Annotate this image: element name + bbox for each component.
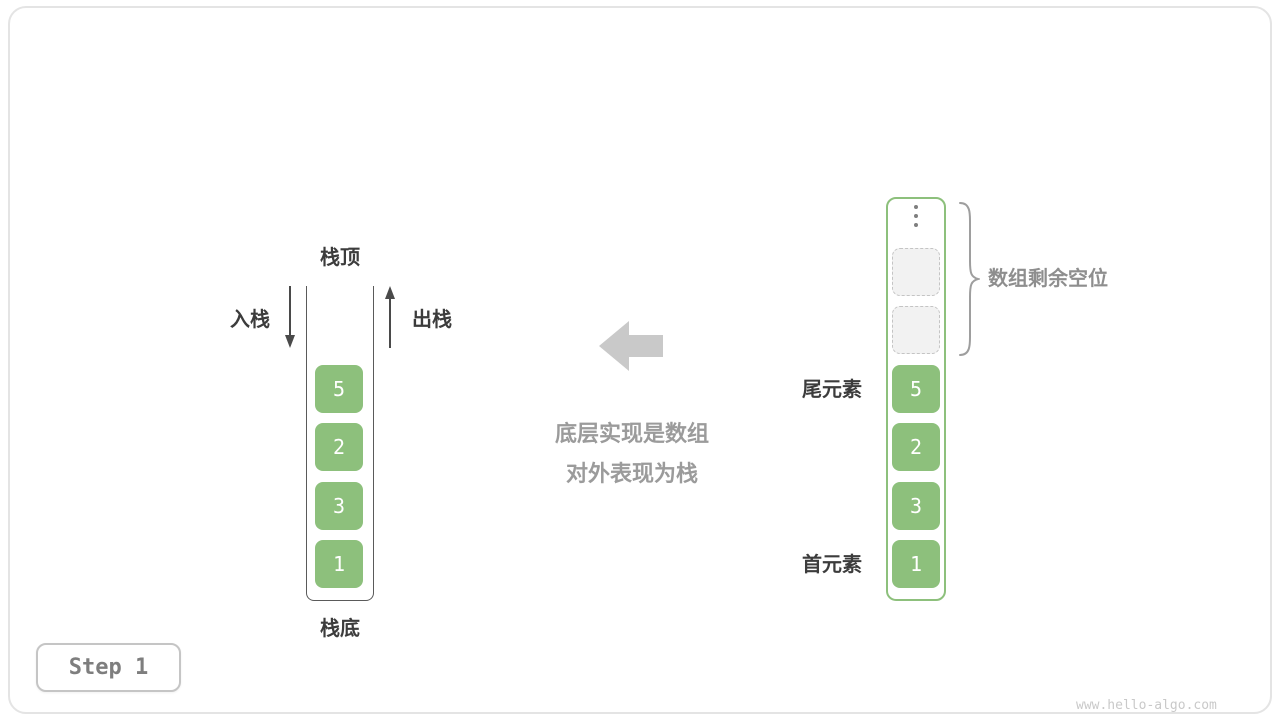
remaining-slots-label: 数组剩余空位 [988, 268, 1108, 290]
caption-line-1: 底层实现是数组 [554, 421, 709, 446]
watermark: www.hello-algo.com [1076, 698, 1217, 713]
caption-line-2: 对外表现为栈 [565, 461, 698, 486]
arrow-left-icon [599, 321, 663, 371]
arrow-down-icon [285, 286, 295, 348]
stack-cell-value: 3 [332, 494, 346, 518]
array-empty-slot [892, 306, 940, 354]
step-badge-label: Step 1 [68, 655, 149, 680]
curly-brace-right-icon [959, 202, 980, 356]
pop-label: 出栈 [412, 309, 452, 331]
stack-top-label: 栈顶 [320, 247, 360, 269]
stack-cell-value: 2 [332, 435, 346, 459]
arrow-up-icon [385, 286, 395, 348]
array-cell: 3 [892, 482, 940, 530]
push-label: 入栈 [230, 309, 270, 331]
stack-bottom-label: 栈底 [320, 618, 360, 640]
array-empty-slot [892, 248, 940, 296]
array-cell: 5 [892, 365, 940, 413]
tail-element-label: 尾元素 [802, 379, 862, 401]
stack-cell-value: 5 [332, 377, 346, 401]
array-cell: 1 [892, 540, 940, 588]
head-element-label: 首元素 [802, 554, 862, 576]
stack-cell: 2 [315, 423, 363, 471]
stack-cell: 5 [315, 365, 363, 413]
vertical-ellipsis-icon [914, 205, 918, 227]
step-badge: Step 1 [36, 643, 181, 692]
array-cell-value: 3 [909, 494, 923, 518]
array-cell-value: 5 [909, 377, 923, 401]
array-cell-value: 1 [909, 552, 923, 576]
stack-cell: 3 [315, 482, 363, 530]
stack-cell: 1 [315, 540, 363, 588]
array-cell-value: 2 [909, 435, 923, 459]
stack-cell-value: 1 [332, 552, 346, 576]
array-cell: 2 [892, 423, 940, 471]
figure-frame [8, 6, 1272, 714]
